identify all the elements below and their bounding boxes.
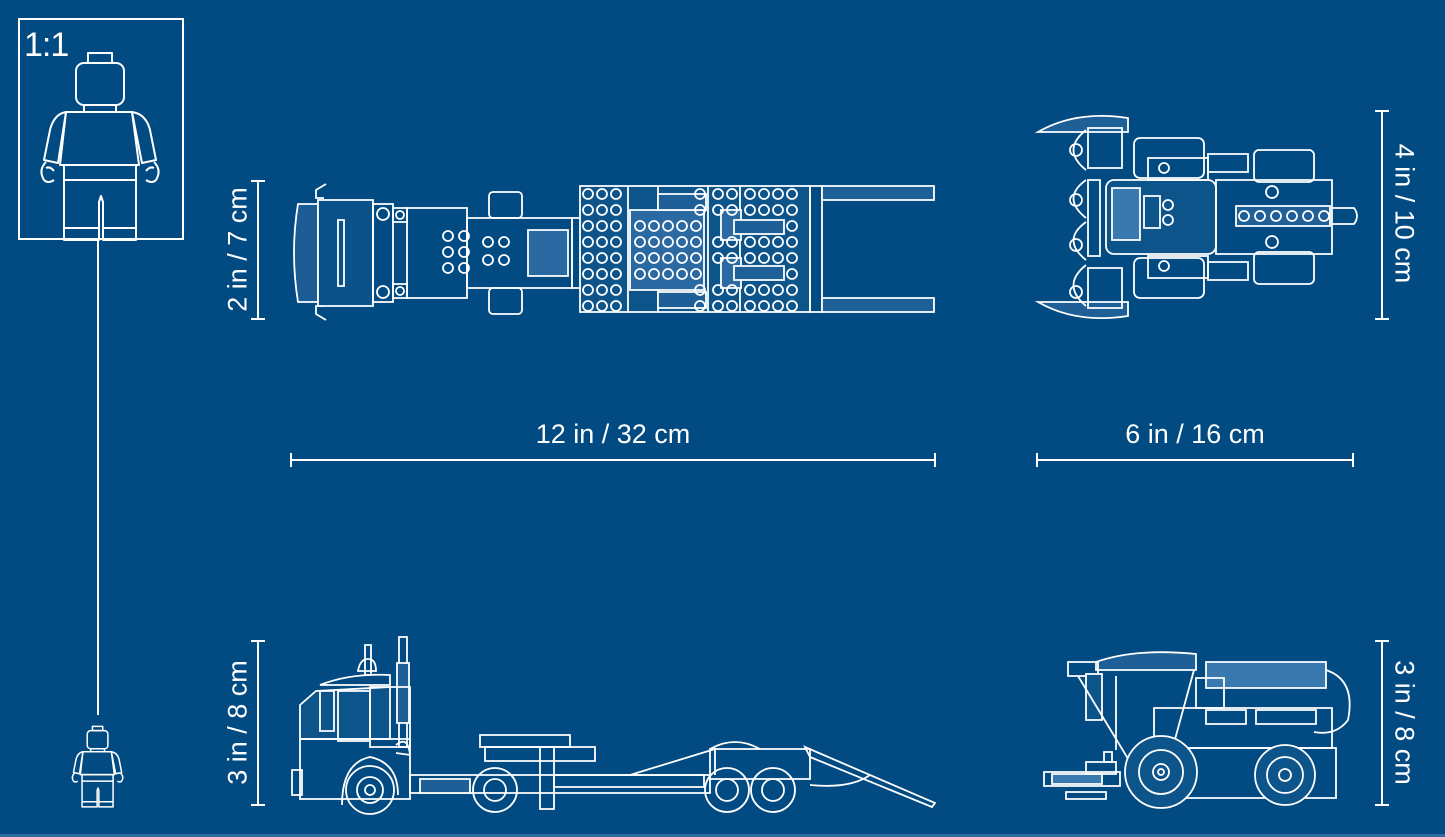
harvester-top-height-bar	[1375, 110, 1389, 320]
truck-top-view-drawing	[288, 180, 938, 325]
truck-side-height-bar	[251, 640, 265, 806]
harvester-length-bar	[1036, 453, 1354, 467]
truck-side-height-label: 3 in / 8 cm	[222, 660, 253, 785]
truck-top-height-bar	[251, 180, 265, 320]
scale-label: 1:1	[24, 26, 69, 64]
truck-length-bar	[290, 453, 936, 467]
truck-length-label: 12 in / 32 cm	[535, 419, 691, 449]
minifigure-small-icon	[70, 725, 126, 807]
harvester-length-label: 6 in / 16 cm	[1125, 419, 1265, 449]
scale-reference-box	[18, 18, 184, 240]
scale-connector-line	[97, 240, 99, 715]
harvester-side-view-drawing	[1036, 640, 1366, 810]
truck-top-height-label: 2 in / 7 cm	[222, 187, 253, 312]
truck-side-view-drawing	[290, 635, 940, 810]
bottom-border-strip	[0, 834, 1445, 837]
harvester-side-height-label: 3 in / 8 cm	[1389, 660, 1420, 785]
harvester-top-height-label: 4 in / 10 cm	[1389, 143, 1420, 284]
minifigure-large-icon	[36, 50, 166, 240]
harvester-side-height-bar	[1375, 640, 1389, 806]
harvester-top-view-drawing	[1036, 110, 1366, 325]
